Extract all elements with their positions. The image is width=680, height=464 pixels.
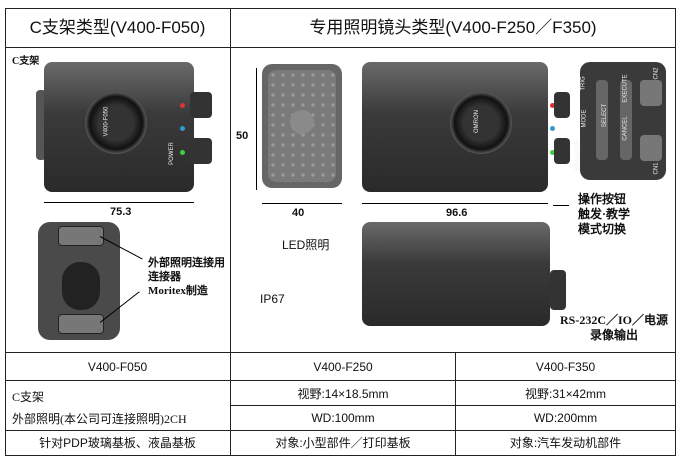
model-f250: V400-F250 [313,359,373,374]
execute-cancel-buttons[interactable] [620,80,632,160]
divider [455,352,456,455]
model-f350: V400-F350 [535,359,596,374]
power-marking: POWER [168,142,175,165]
led-label: LED照明 [282,238,330,252]
camera-marking: V400-F050 [103,106,110,137]
mode-buttons[interactable] [596,80,608,160]
width-dim-96: 96.6 [446,207,468,219]
dimension-arrow [362,203,548,204]
f250-wd: WD:100mm [311,411,375,425]
header-c-mount-type: C支架类型(V400-F050) [29,18,206,37]
ip67-label: IP67 [260,292,285,306]
divider [5,380,675,381]
select-label: SELECT [602,103,609,128]
model-f050: V400-F050 [87,359,148,374]
divider [5,430,675,431]
f050-description: C支架 外部照明(本公司可连接照明)2CH [12,390,187,426]
dimension-arrow [256,68,257,190]
target-f250: 对象:小型部件／打印基板 [275,436,411,450]
header-dedicated-lens-type: 专用照明镜头类型(V400-F250／F350) [309,18,597,37]
divider [5,352,675,353]
dimension-arrow [262,203,342,204]
cn1-label: CN1 [653,162,660,175]
width-dim-f050: 75.3 [110,206,132,218]
divider [230,8,231,455]
io-note: RS-232C／IO／电源 录像输出 [560,313,669,342]
divider [5,47,675,48]
height-dim: 50 [236,130,249,142]
mode-label: MODE [581,109,588,128]
buttons-note: 操作按钮 触发·教学 模式切换 [578,192,631,236]
divider [230,405,675,406]
f250-fov: 视野:14×18.5mm [297,386,389,401]
width-dim-40: 40 [292,207,305,219]
f350-wd: WD:200mm [533,411,598,425]
cn2-label: CN2 [653,67,660,80]
spec-table-frame [5,8,676,456]
dimension-arrow [44,202,194,203]
cancel-label: CANCEL [622,116,629,141]
execute-label: EXECUTE [622,74,629,103]
connector-note: 外部照明连接用 连接器 Moritex制造 [148,257,225,297]
f350-fov: 视野:31×42mm [524,386,607,401]
still-live-label: STILL/LIVE [574,140,581,171]
pointer-arrow [553,205,569,206]
c-mount-label: C支架 [12,56,40,67]
trig-label: TRIG [580,76,587,91]
target-f050: 针对PDP玻璃基板、液晶基板 [39,436,196,450]
target-f350: 对象:汽车发动机部件 [509,436,622,450]
